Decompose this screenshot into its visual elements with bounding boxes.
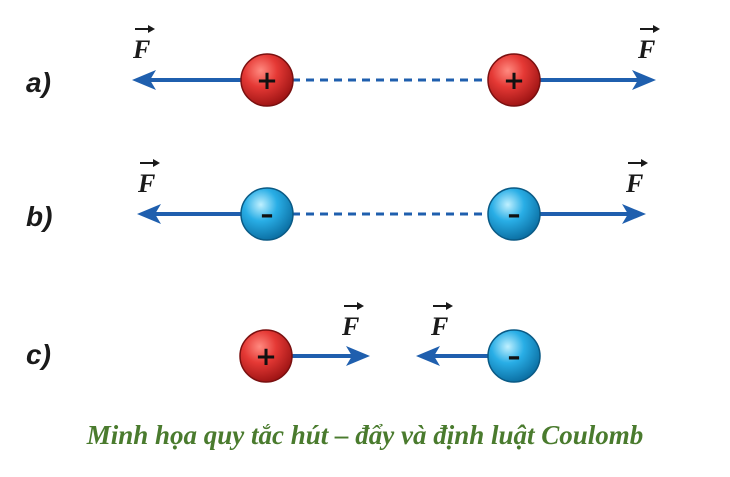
- force-arrow-right: [291, 346, 370, 366]
- force-label-right: F: [625, 159, 648, 198]
- force-symbol: F: [637, 35, 655, 64]
- vector-arrow-icon: [640, 25, 660, 33]
- force-arrow-left: [132, 70, 243, 90]
- force-symbol: F: [341, 312, 359, 341]
- force-label-on-positive: F: [341, 302, 364, 341]
- figure-caption: Minh họa quy tắc hút – đẩy và định luật …: [86, 420, 644, 450]
- force-arrow-right: [538, 70, 656, 90]
- vector-arrow-icon: [140, 159, 160, 167]
- vector-arrow-icon: [628, 159, 648, 167]
- charge-sign: +: [256, 66, 278, 96]
- negative-charge: –: [487, 329, 541, 383]
- row-b: b) – – F F: [26, 159, 648, 241]
- charge-sign: –: [508, 342, 521, 372]
- force-symbol: F: [430, 312, 448, 341]
- force-label-right: F: [637, 25, 660, 64]
- row-c: c) + – F F: [26, 302, 541, 383]
- force-label-on-negative: F: [430, 302, 453, 341]
- force-label-left: F: [137, 159, 160, 198]
- charge-sign: –: [261, 200, 274, 230]
- force-symbol: F: [137, 169, 155, 198]
- vector-arrow-icon: [433, 302, 453, 310]
- charge-sign: +: [503, 66, 525, 96]
- row-label-b: b): [26, 201, 52, 232]
- force-symbol: F: [132, 35, 150, 64]
- positive-charge-right: +: [487, 53, 541, 107]
- force-arrow-left: [416, 346, 490, 366]
- force-arrow-right: [538, 204, 646, 224]
- force-symbol: F: [625, 169, 643, 198]
- force-label-left: F: [132, 25, 155, 64]
- positive-charge: +: [239, 329, 293, 383]
- negative-charge-left: –: [240, 187, 294, 241]
- positive-charge-left: +: [240, 53, 294, 107]
- force-arrow-left: [137, 204, 243, 224]
- coulomb-diagram: a) + + F F: [26, 25, 660, 383]
- row-label-c: c): [26, 339, 51, 370]
- charge-sign: +: [255, 342, 277, 372]
- vector-arrow-icon: [135, 25, 155, 33]
- row-a: a) + + F F: [26, 25, 660, 107]
- row-label-a: a): [26, 67, 51, 98]
- charge-sign: –: [508, 200, 521, 230]
- negative-charge-right: –: [487, 187, 541, 241]
- vector-arrow-icon: [344, 302, 364, 310]
